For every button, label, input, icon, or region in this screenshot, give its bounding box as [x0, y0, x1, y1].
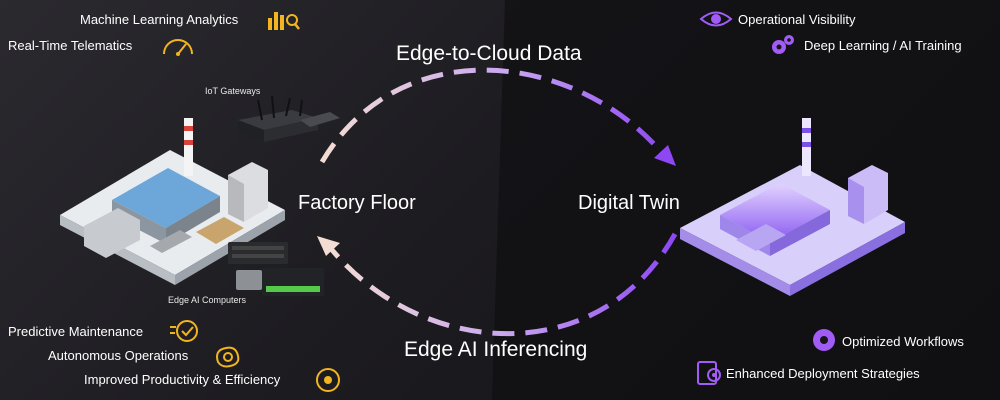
- edge-ai-computers-label: Edge AI Computers: [168, 295, 247, 305]
- factory-floor-label: Factory Floor: [298, 192, 416, 214]
- optimized-workflows-label: Optimized Workflows: [842, 334, 964, 349]
- workflow-gear-icon: [813, 329, 835, 351]
- improved-productivity-label: Improved Productivity & Efficiency: [84, 372, 281, 387]
- digital-twin-illustration: [680, 118, 905, 296]
- gear-refresh-icon: [316, 368, 340, 392]
- iot-gateways-label: IoT Gateways: [205, 86, 261, 96]
- enhanced-deployment-strategies-label: Enhanced Deployment Strategies: [726, 366, 920, 381]
- predictive-maintenance-label: Predictive Maintenance: [8, 324, 144, 339]
- iot-gateways-illustration: [238, 95, 340, 142]
- edge-inferencing-arrow: [326, 232, 678, 337]
- edge-ai-computers-illustration: [228, 242, 324, 296]
- gears-icon: [772, 35, 794, 54]
- autonomous-operations-label: Autonomous Operations: [48, 348, 189, 363]
- digital-twin-label: Digital Twin: [578, 192, 680, 214]
- machine-learning-analytics-label: Machine Learning Analytics: [80, 12, 239, 27]
- operational-visibility-label: Operational Visibility: [738, 12, 856, 27]
- deep-learning-ai-training-label: Deep Learning / AI Training: [804, 38, 962, 53]
- analytics-chart-icon: [268, 12, 300, 30]
- edge-to-cloud-label: Edge-to-Cloud Data: [396, 42, 582, 65]
- edge-inferencing-label: Edge AI Inferencing: [404, 338, 588, 361]
- speedometer-icon: [163, 39, 193, 56]
- edge-to-cloud-arrow: [319, 67, 670, 164]
- fast-check-icon: [170, 320, 198, 342]
- clipboard-target-icon: [697, 361, 721, 385]
- eye-icon: [699, 11, 733, 27]
- edge-to-cloud-arrowhead: [654, 145, 676, 166]
- real-time-telematics-label: Real-Time Telematics: [8, 38, 133, 53]
- edge-inferencing-arrowhead: [317, 236, 340, 256]
- brain-gear-icon: [216, 346, 240, 368]
